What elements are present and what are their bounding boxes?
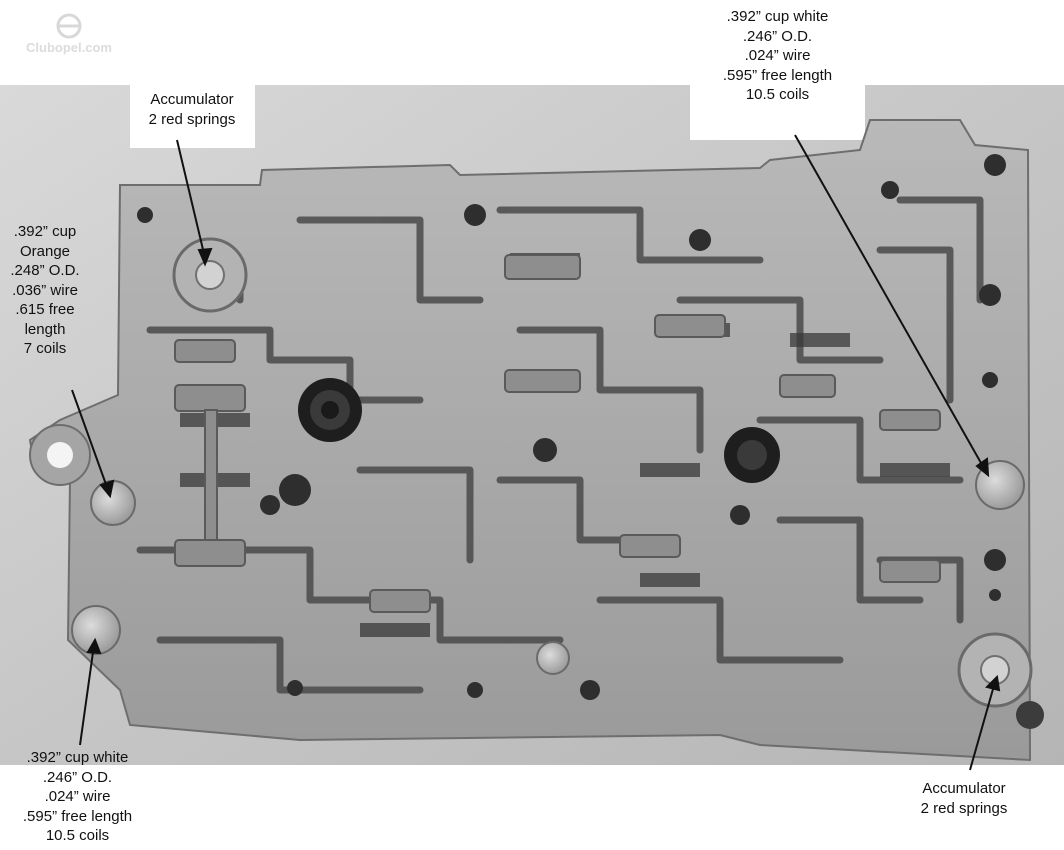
svg-text:Clubopel.com: Clubopel.com <box>26 40 112 55</box>
label-line: .392” cup white <box>26 749 129 766</box>
label-line: .595” free length <box>22 807 133 825</box>
label-line: .246” O.D. <box>742 27 813 45</box>
label-line: .615 free <box>15 301 75 318</box>
label-accumulator-bottom-right: Accumulator 2 red springs <box>900 779 1028 818</box>
leader-lines <box>71 134 1001 771</box>
label-spring-spec-bottom-left: .392” cup white .246” O.D. .024” wire .5… <box>0 748 155 846</box>
label-spring-spec-top-right: .392” cup white .246” O.D. .024” wire .5… <box>700 7 855 105</box>
label-line: Accumulator <box>150 91 234 108</box>
clubopel-watermark-logo: Clubopel.com <box>26 13 112 55</box>
valve-body-casting <box>28 119 1044 762</box>
label-spring-spec-left: .392” cup Orange .248” O.D. .036” wire .… <box>0 222 90 359</box>
label-line: 2 red springs <box>920 799 1008 817</box>
label-line: 2 red springs <box>148 110 236 128</box>
label-line: .024” wire <box>744 47 811 64</box>
label-line: Orange <box>19 242 71 260</box>
label-line: .392” cup <box>13 223 77 240</box>
label-line: .595” free length <box>722 66 833 84</box>
label-line: .248” O.D. <box>10 262 80 279</box>
label-accumulator-top-left: Accumulator 2 red springs <box>128 90 256 129</box>
label-line: 10.5 coils <box>745 86 810 103</box>
label-line: .036” wire <box>12 281 78 299</box>
label-line: .024” wire <box>44 788 111 805</box>
label-line: .246” O.D. <box>42 768 113 786</box>
label-line: .392” cup white <box>726 8 829 25</box>
label-line: Accumulator <box>922 780 1006 797</box>
label-line: 10.5 coils <box>45 827 110 844</box>
label-line: length <box>24 320 66 338</box>
label-line: 7 coils <box>23 340 67 357</box>
